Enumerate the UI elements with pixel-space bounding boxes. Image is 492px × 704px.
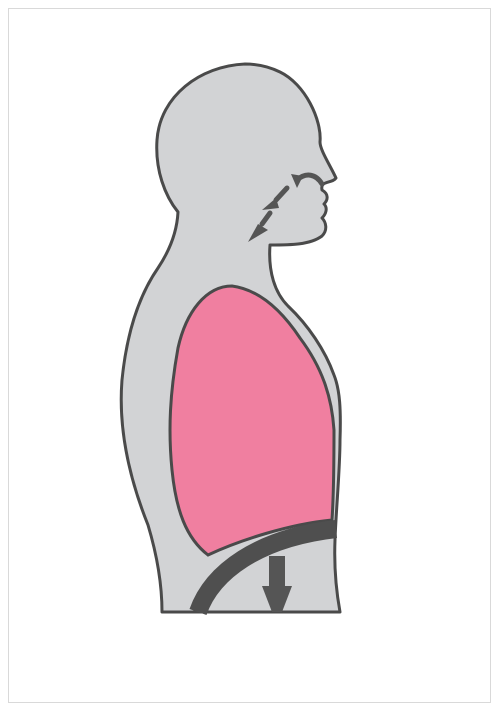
lung [170, 286, 334, 555]
